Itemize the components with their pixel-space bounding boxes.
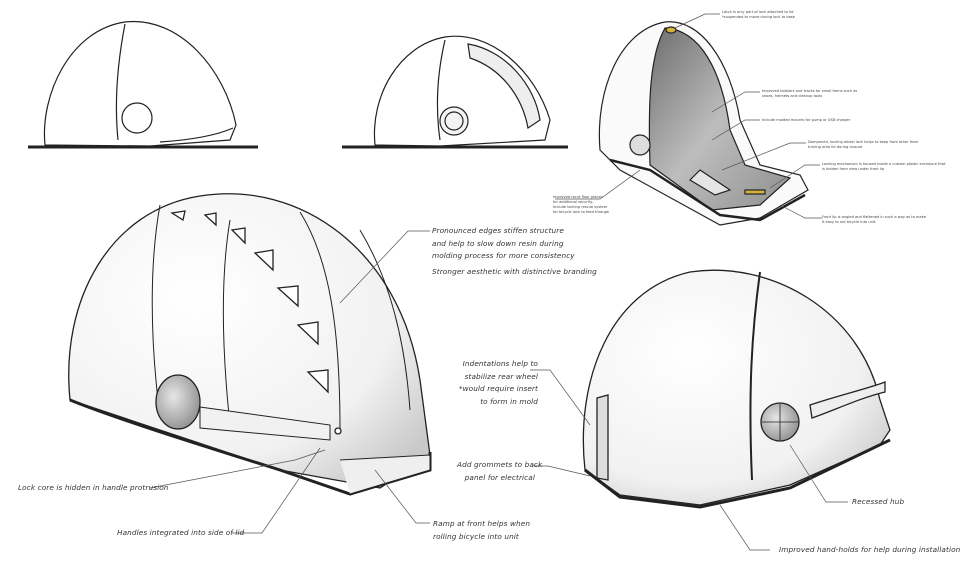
- note-mechanism: Locking mechanism is housed inside a cus…: [822, 162, 945, 172]
- note-pump: Include molded mounts for pump or USB ch…: [762, 118, 851, 122]
- note-floor-line-2: for additional security,: [553, 200, 594, 204]
- note-edges-line-2: and help to slow down resin during: [432, 238, 564, 248]
- side-profile-sketch-a: [28, 21, 258, 149]
- callout-leaders: [149, 13, 848, 551]
- note-edges: Pronounced edges stiffen structure and h…: [432, 225, 632, 263]
- note-floor-line-4: for bicycle lock to feed through: [553, 210, 610, 214]
- note-bolsters-line-2: shoes, helmets and cleanup tools: [762, 94, 823, 98]
- note-latch-line-1: Latch is only part of lock attached to l…: [722, 10, 794, 14]
- note-ramp: Ramp at front helps when rolling bicycle…: [433, 518, 553, 543]
- main-perspective-sketch: [68, 193, 432, 496]
- note-handholds: Improved hand-holds for help during inst…: [779, 545, 960, 554]
- note-indentations-line-2: stabilize rear wheel: [464, 371, 538, 381]
- note-floor-line-1: Improved recut floor places: [553, 195, 603, 199]
- note-aesthetic: Stronger aesthetic with distinctive bran…: [432, 267, 597, 276]
- note-grommets-line-1: Add grommets to back: [457, 460, 543, 469]
- note-tabs: Dampened, locking wheel lock helps to ke…: [808, 140, 918, 150]
- note-indentations: Indentations help to stabilize rear whee…: [458, 358, 538, 408]
- note-lip: Front lip is angled and flattened in suc…: [822, 215, 926, 225]
- note-tabs-line-2: turning onto lid during closure: [808, 145, 863, 149]
- note-ramp-line-2: rolling bicycle into unit: [433, 531, 519, 541]
- note-mechanism-line-1: Locking mechanism is housed inside a cus…: [822, 162, 946, 166]
- note-handles: Handles integrated into side of lid: [117, 528, 245, 537]
- note-grommets-line-2: panel for electrical: [464, 472, 535, 482]
- side-profile-sketch-b: [342, 35, 568, 149]
- note-indentations-line-1: Indentations help to: [462, 359, 538, 368]
- note-lock: Lock core is hidden in handle protrusion: [18, 483, 169, 492]
- note-edges-line-3: molding process for more consistency: [432, 251, 575, 260]
- note-bolsters-line-1: Improved bolsters and tracks for small i…: [762, 89, 858, 93]
- note-tabs-line-1: Dampened, locking wheel lock helps to ke…: [808, 140, 919, 144]
- note-latch-line-2: *suspended to move during lock to base: [722, 15, 795, 19]
- note-lip-line-1: Front lip is angled and flattened in suc…: [822, 215, 926, 219]
- note-floor-line-3: Include locking rescue system: [553, 205, 608, 209]
- note-grommets: Add grommets to back panel for electrica…: [457, 459, 543, 484]
- note-edges-line-1: Pronounced edges stiffen structure: [432, 226, 564, 235]
- vent-indents: [170, 210, 329, 394]
- note-ramp-line-1: Ramp at front helps when: [433, 519, 531, 528]
- note-indentations-line-4: to form in mold: [480, 396, 538, 406]
- note-indentations-line-3: *would require insert: [458, 384, 538, 393]
- note-floor: Improved recut floor places for addition…: [553, 195, 609, 215]
- note-bolsters: Improved bolsters and tracks for small i…: [762, 89, 857, 99]
- note-lip-line-2: it easy to roll bicycle into unit.: [822, 220, 877, 224]
- rear-perspective-sketch: [582, 269, 891, 509]
- note-mechanism-line-2: is hidden from view under front lip: [822, 167, 885, 171]
- note-latch: Latch is only part of lock attached to l…: [722, 10, 795, 20]
- open-interior-sketch: [598, 21, 809, 226]
- note-hub: Recessed hub: [852, 497, 905, 506]
